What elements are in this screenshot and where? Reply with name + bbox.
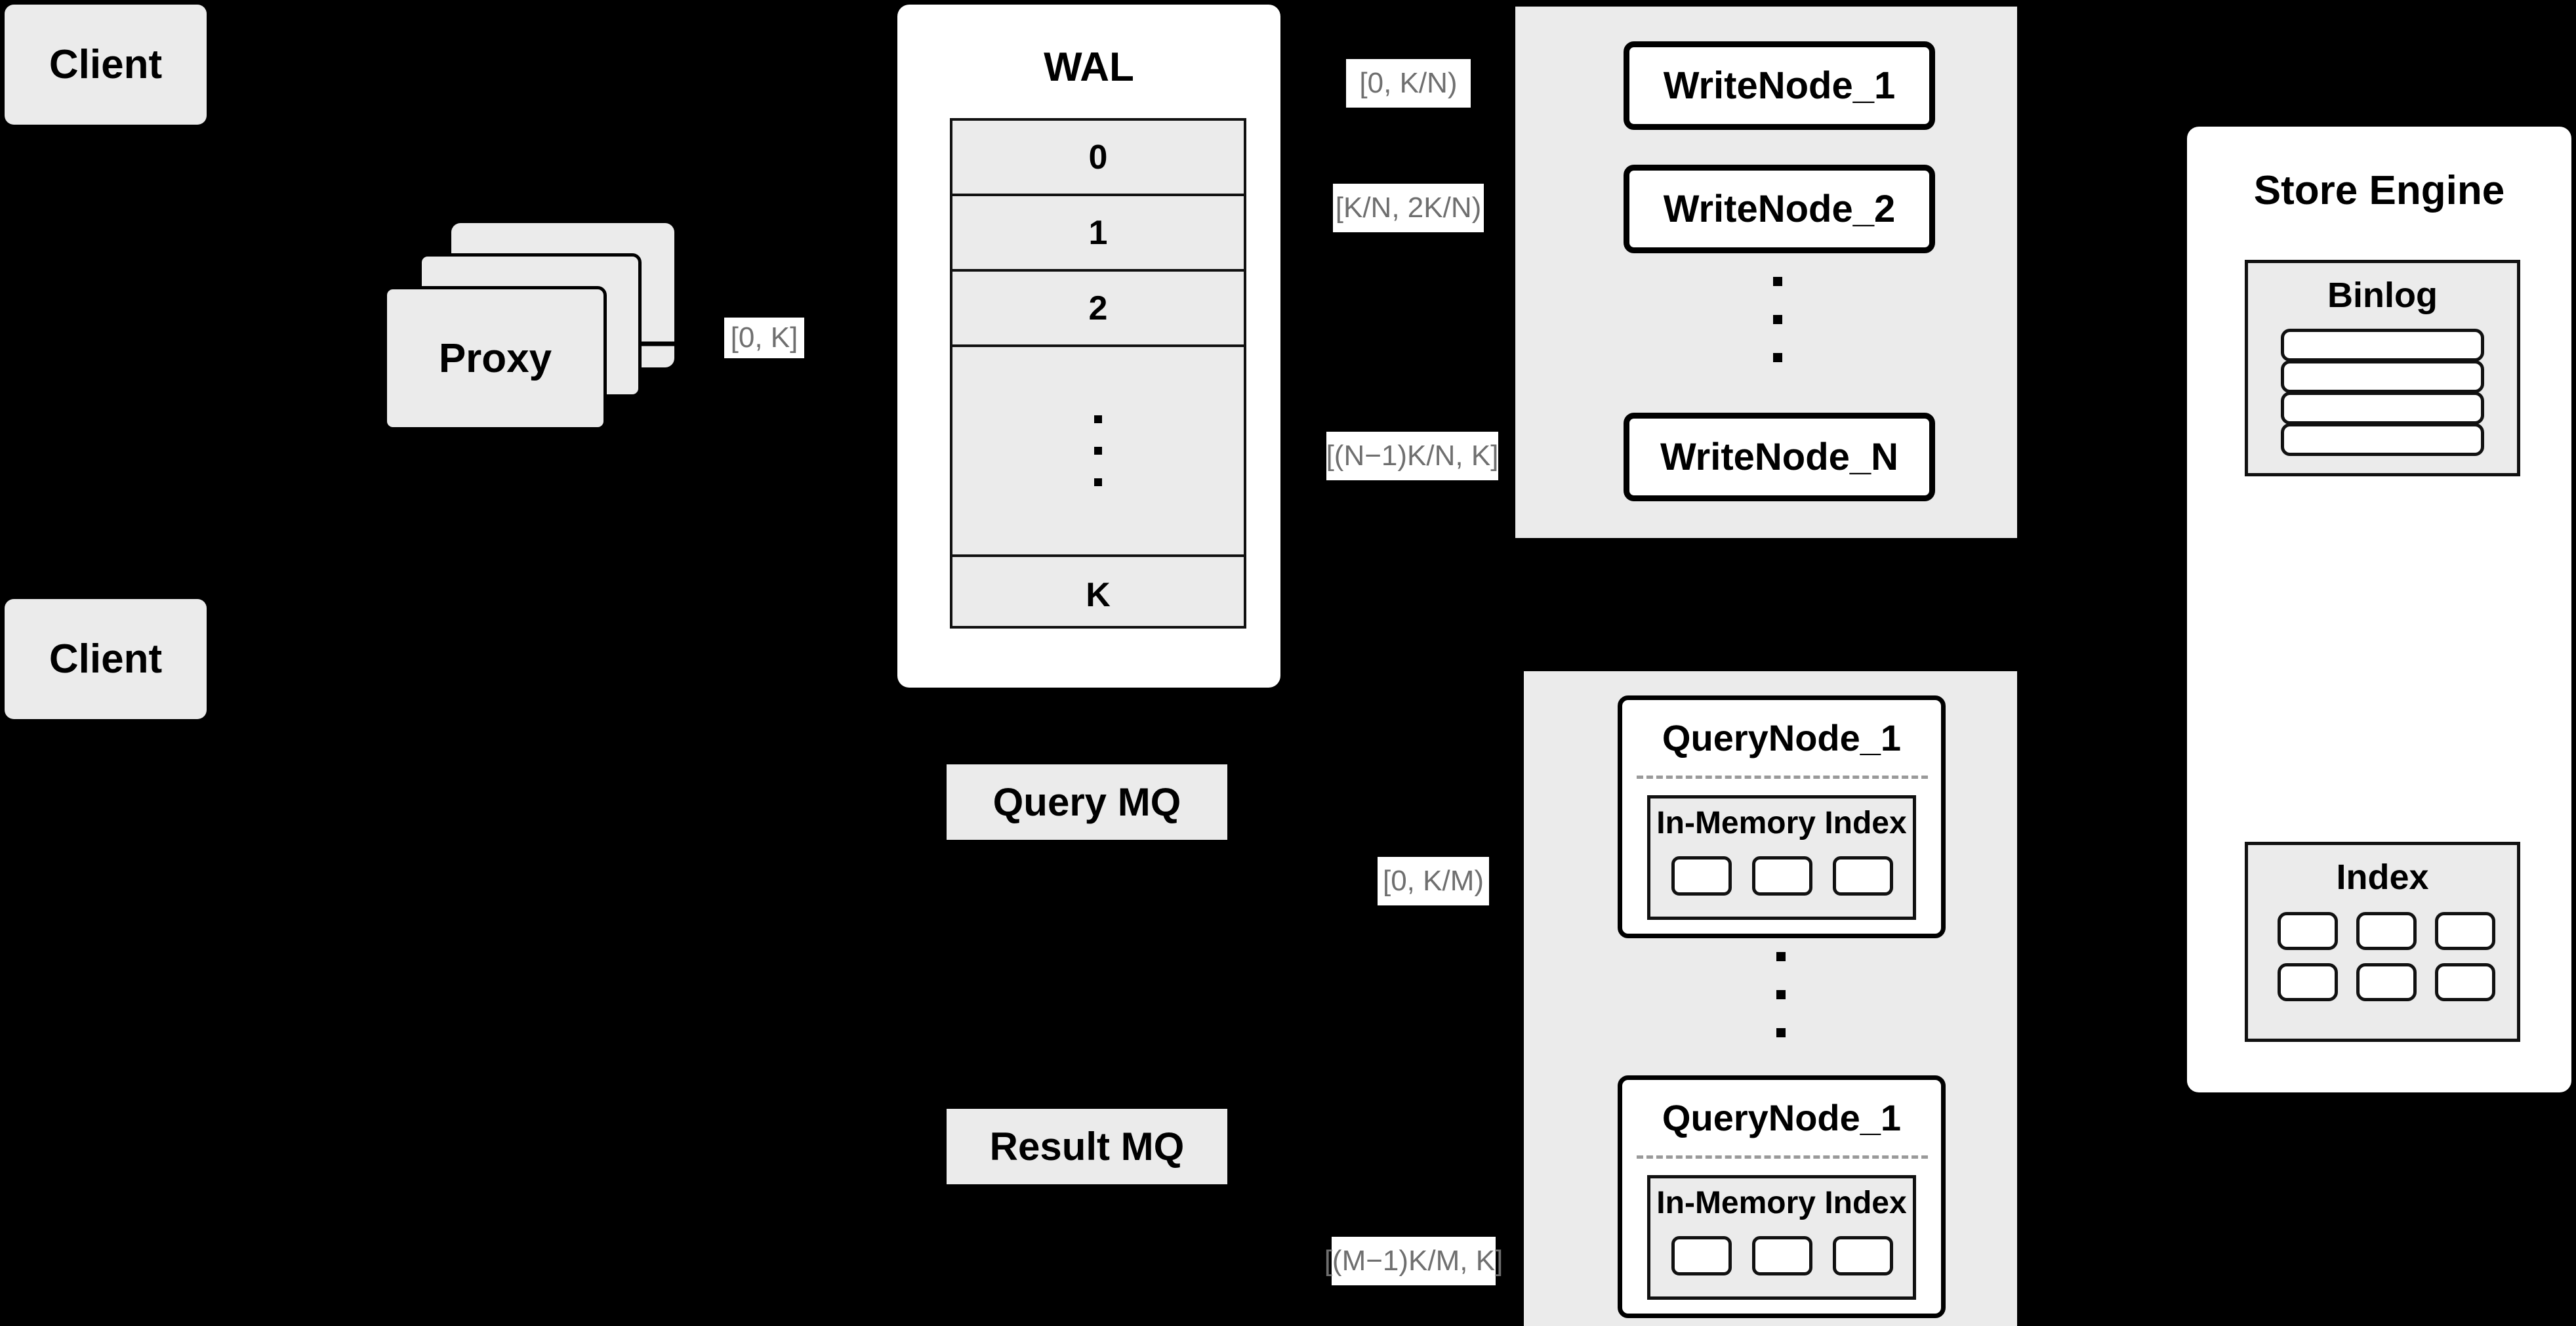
vertical-ellipsis-icon — [1094, 415, 1102, 486]
index-title: Index — [2336, 858, 2429, 897]
querynode-box-2[interactable]: QueryNode_1 In-Memory Index — [1618, 1075, 1946, 1318]
querynode-divider — [1637, 1155, 1928, 1159]
client-label: Client — [49, 636, 163, 682]
store-engine-panel: Store Engine Binlog Index — [2187, 127, 2571, 1092]
store-engine-title: Store Engine — [2253, 168, 2505, 213]
querynode-title: QueryNode_1 — [1662, 1097, 1902, 1138]
writenode-box-2[interactable]: WriteNode_2 — [1624, 165, 1935, 253]
wal-row[interactable]: 1 — [952, 196, 1244, 272]
writenode-label: WriteNode_N — [1660, 436, 1899, 478]
query-cluster-panel: QueryNode_1 In-Memory Index QueryNode_1 … — [1524, 671, 2017, 1326]
result-mq-box[interactable]: Result MQ — [947, 1109, 1227, 1184]
querynode-divider — [1637, 776, 1928, 779]
index-box: Index — [2245, 842, 2520, 1042]
index-segment-chip[interactable] — [1833, 856, 1893, 896]
range-label-writenode-1: [0, K/N) — [1346, 59, 1471, 108]
proxy-box[interactable]: Proxy — [384, 286, 607, 430]
range-label-proxy-to-wal: [0, K] — [724, 318, 804, 358]
index-segment-chip[interactable] — [1671, 1236, 1732, 1275]
range-label-writenode-n: [(N−1)K/N, K] — [1326, 432, 1498, 480]
in-memory-index-box: In-Memory Index — [1647, 1175, 1916, 1300]
index-entry[interactable] — [2435, 912, 2495, 950]
range-label-querynode-m: [(M−1)K/M, K] — [1324, 1237, 1503, 1285]
writenode-label: WriteNode_1 — [1663, 64, 1896, 107]
writenode-label: WriteNode_2 — [1663, 188, 1896, 230]
binlog-entry[interactable] — [2281, 360, 2484, 393]
binlog-box: Binlog — [2245, 260, 2520, 476]
wal-title: WAL — [1044, 45, 1134, 90]
binlog-entry[interactable] — [2281, 392, 2484, 425]
range-label-text: [K/N, 2K/N) — [1335, 192, 1482, 224]
query-mq-box[interactable]: Query MQ — [947, 764, 1227, 840]
client-box-2[interactable]: Client — [5, 599, 207, 719]
querynode-box-1[interactable]: QueryNode_1 In-Memory Index — [1618, 695, 1946, 938]
range-label-querynode-1: [0, K/M) — [1378, 857, 1489, 905]
range-label-text: [0, K/M) — [1382, 865, 1484, 897]
write-cluster-ellipsis-icon — [1771, 277, 1784, 362]
index-segment-chip[interactable] — [1671, 856, 1732, 896]
proxy-label: Proxy — [438, 335, 552, 381]
write-cluster-panel: WriteNode_1 WriteNode_2 WriteNode_N — [1515, 7, 2017, 538]
query-mq-label: Query MQ — [992, 780, 1181, 824]
wal-table: 0 1 2 K — [950, 118, 1246, 629]
binlog-title: Binlog — [2327, 276, 2438, 315]
in-memory-index-title: In-Memory Index — [1656, 806, 1907, 840]
result-mq-label: Result MQ — [989, 1125, 1185, 1169]
index-entry[interactable] — [2278, 963, 2338, 1001]
wal-panel: WAL 0 1 2 K — [897, 5, 1280, 688]
wal-row-label: K — [1086, 575, 1111, 614]
wal-row-label: 1 — [1088, 213, 1108, 252]
querynode-title: QueryNode_1 — [1662, 717, 1902, 758]
wal-row-label: 0 — [1088, 138, 1108, 176]
client-label: Client — [49, 42, 163, 87]
wal-row-label: 2 — [1088, 289, 1108, 327]
wal-row[interactable]: 2 — [952, 272, 1244, 347]
index-segment-chip[interactable] — [1752, 856, 1812, 896]
writenode-box-1[interactable]: WriteNode_1 — [1624, 41, 1935, 130]
binlog-entry[interactable] — [2281, 329, 2484, 362]
writenode-box-n[interactable]: WriteNode_N — [1624, 413, 1935, 501]
query-cluster-ellipsis-icon — [1774, 952, 1788, 1037]
index-segment-chip[interactable] — [1752, 1236, 1812, 1275]
range-label-text: [(M−1)K/M, K] — [1324, 1245, 1503, 1277]
in-memory-index-title: In-Memory Index — [1656, 1186, 1907, 1220]
wal-row-ellipsis — [952, 347, 1244, 557]
wal-row[interactable]: K — [952, 557, 1244, 632]
index-entry[interactable] — [2435, 963, 2495, 1001]
index-entry[interactable] — [2356, 963, 2417, 1001]
in-memory-index-box: In-Memory Index — [1647, 795, 1916, 920]
range-label-text: [(N−1)K/N, K] — [1326, 440, 1499, 472]
index-entry[interactable] — [2278, 912, 2338, 950]
index-entry[interactable] — [2356, 912, 2417, 950]
range-label-writenode-2: [K/N, 2K/N) — [1333, 184, 1484, 232]
range-label-text: [0, K] — [730, 321, 798, 354]
binlog-entry[interactable] — [2281, 423, 2484, 456]
range-label-text: [0, K/N) — [1359, 67, 1458, 99]
index-segment-chip[interactable] — [1833, 1236, 1893, 1275]
wal-row[interactable]: 0 — [952, 121, 1244, 196]
client-box-1[interactable]: Client — [5, 5, 207, 125]
